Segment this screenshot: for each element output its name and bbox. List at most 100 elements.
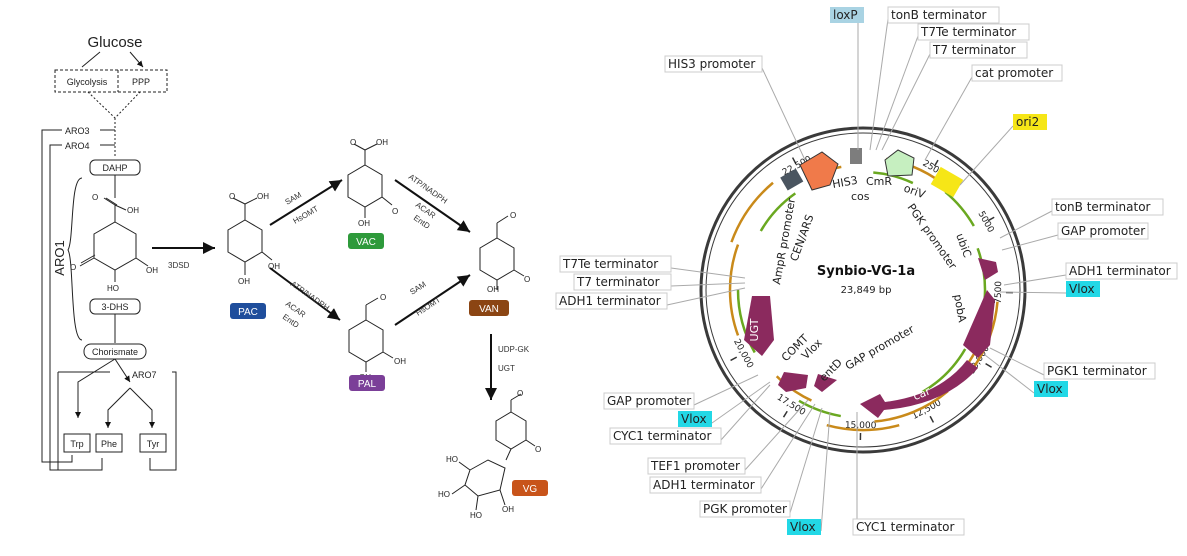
plasmid-size: 23,849 bp: [841, 285, 892, 296]
callout-label: PGK promoter: [703, 502, 787, 516]
callout-box: [664, 55, 763, 73]
vac-structure: [347, 143, 393, 218]
ugt-feature: [744, 296, 774, 356]
ubic-label: ubiC: [953, 232, 974, 260]
to-phe-arrow: [105, 387, 131, 428]
vac-badge-label: VAC: [356, 237, 376, 248]
udp-gk-label: UDP-GK: [498, 345, 530, 354]
callout-leader: [711, 381, 771, 424]
callout-leader: [989, 347, 1045, 376]
feedback-loop-inner: [49, 144, 103, 471]
callout-box: [573, 273, 672, 291]
callout-label: Vlox: [1069, 282, 1095, 296]
orf-arc: [730, 181, 774, 243]
callout-box: [609, 427, 722, 445]
chorismate-label: Chorismate: [92, 347, 138, 357]
callout-label: TEF1 promoter: [650, 459, 740, 473]
vg-ho-1: HO: [446, 455, 458, 464]
plasmid-name: Synbio-VG-1a: [817, 264, 915, 279]
callout-leader: [720, 384, 771, 441]
dhs-oh-top: OH: [127, 206, 139, 215]
cos-label: cos: [851, 190, 870, 203]
ugt-feature-label: UGT: [748, 318, 761, 341]
aro1-brace: [67, 177, 83, 341]
plasmid-backbone-inner: [705, 132, 1021, 448]
callout-leader: [999, 210, 1053, 239]
plasmid-map: Synbio-VG-1a 23,849 bp 25005000750010,00…: [555, 6, 1178, 536]
callout-box: [1066, 281, 1100, 297]
callout-box: [559, 255, 672, 273]
tick-label: 5000: [976, 210, 996, 235]
shikimate-pathway: Glucose Glycolysis PPP ARO3 ARO4 DAHP AR…: [41, 34, 177, 471]
poba-label: pobA: [951, 293, 969, 324]
callout-label: ADH1 terminator: [653, 478, 755, 492]
gap-promoter-inner-label: GAP promoter: [843, 322, 917, 372]
aro4-label: ARO4: [65, 141, 90, 151]
callout-box: [555, 292, 668, 310]
vg-badge-label: VG: [523, 484, 538, 495]
glycolysis-label: Glycolysis: [67, 77, 108, 87]
pal-structure: [348, 297, 394, 372]
callout-leader: [666, 287, 746, 306]
vac-oh: OH: [376, 138, 388, 147]
callout-label: ori2: [1016, 115, 1039, 129]
comt-feature: [778, 372, 808, 392]
callout-box: [1057, 222, 1149, 240]
cmr-feature: [884, 149, 915, 177]
pal-oh-right: OH: [394, 357, 406, 366]
callout-leader: [875, 35, 919, 151]
callout-label: Vlox: [1037, 382, 1063, 396]
callout-label: T7 terminator: [932, 43, 1016, 57]
callout-label: T7Te terminator: [920, 25, 1016, 39]
orf-arc: [728, 244, 740, 336]
his3-label: HIS3: [831, 174, 858, 191]
callout-leader: [670, 282, 746, 287]
vg-structure: [451, 393, 536, 511]
pac-oh-bottom: OH: [238, 277, 250, 286]
his3-promoter-feature: [780, 168, 804, 191]
orf-arc: [826, 424, 900, 432]
tick-mark: [933, 159, 939, 167]
plasmid-ticks: 25005000750010,00012,50015,00017,50020,0…: [730, 154, 1013, 440]
callout-label: ADH1 terminator: [559, 294, 661, 308]
oriv-label: oriV: [902, 182, 927, 202]
hsomt-label-2: HsOMT: [414, 295, 442, 318]
callout-label: HIS3 promoter: [668, 57, 755, 71]
callout-label: Vlox: [681, 412, 707, 426]
pentose-merge: [87, 91, 141, 119]
orf-arc: [944, 190, 975, 227]
callout-label: cat promoter: [975, 66, 1053, 80]
orf-arc: [759, 192, 797, 232]
pal-badge: [349, 375, 385, 391]
vg-ho-3: HO: [470, 511, 482, 520]
tick-mark: [791, 157, 797, 165]
callout-label: GAP promoter: [607, 394, 691, 408]
aro1-label: ARO1: [52, 240, 67, 275]
aro7-label: ARO7: [132, 370, 157, 380]
callout-leader: [744, 399, 809, 471]
callout-label: PGK1 terminator: [1047, 364, 1147, 378]
ubic-feature: [978, 258, 998, 280]
glucose-split-arrows: [81, 51, 143, 67]
callout-box: [1065, 262, 1178, 280]
trp-label: Trp: [70, 439, 83, 449]
his3-feature: [799, 151, 839, 191]
sam-label-2: SAM: [408, 280, 428, 297]
callout-box: [678, 411, 712, 427]
dhs-oh-right: OH: [146, 266, 158, 275]
callout-label: Vlox: [790, 520, 816, 534]
callout-box: [852, 518, 965, 536]
dhs-structure: [79, 197, 149, 282]
vac-to-van-arrow: [394, 179, 471, 233]
cmr-label: CmR: [866, 175, 892, 188]
tyr-box: [139, 433, 167, 453]
pac-oh-right: OH: [268, 262, 280, 271]
car-feature-label: car: [911, 384, 932, 403]
callout-label: tonB terminator: [1055, 200, 1151, 214]
pal-o: O: [380, 293, 386, 302]
vg-badge: [512, 480, 548, 496]
phe-label: Phe: [101, 439, 117, 449]
callout-box: [887, 6, 1000, 24]
